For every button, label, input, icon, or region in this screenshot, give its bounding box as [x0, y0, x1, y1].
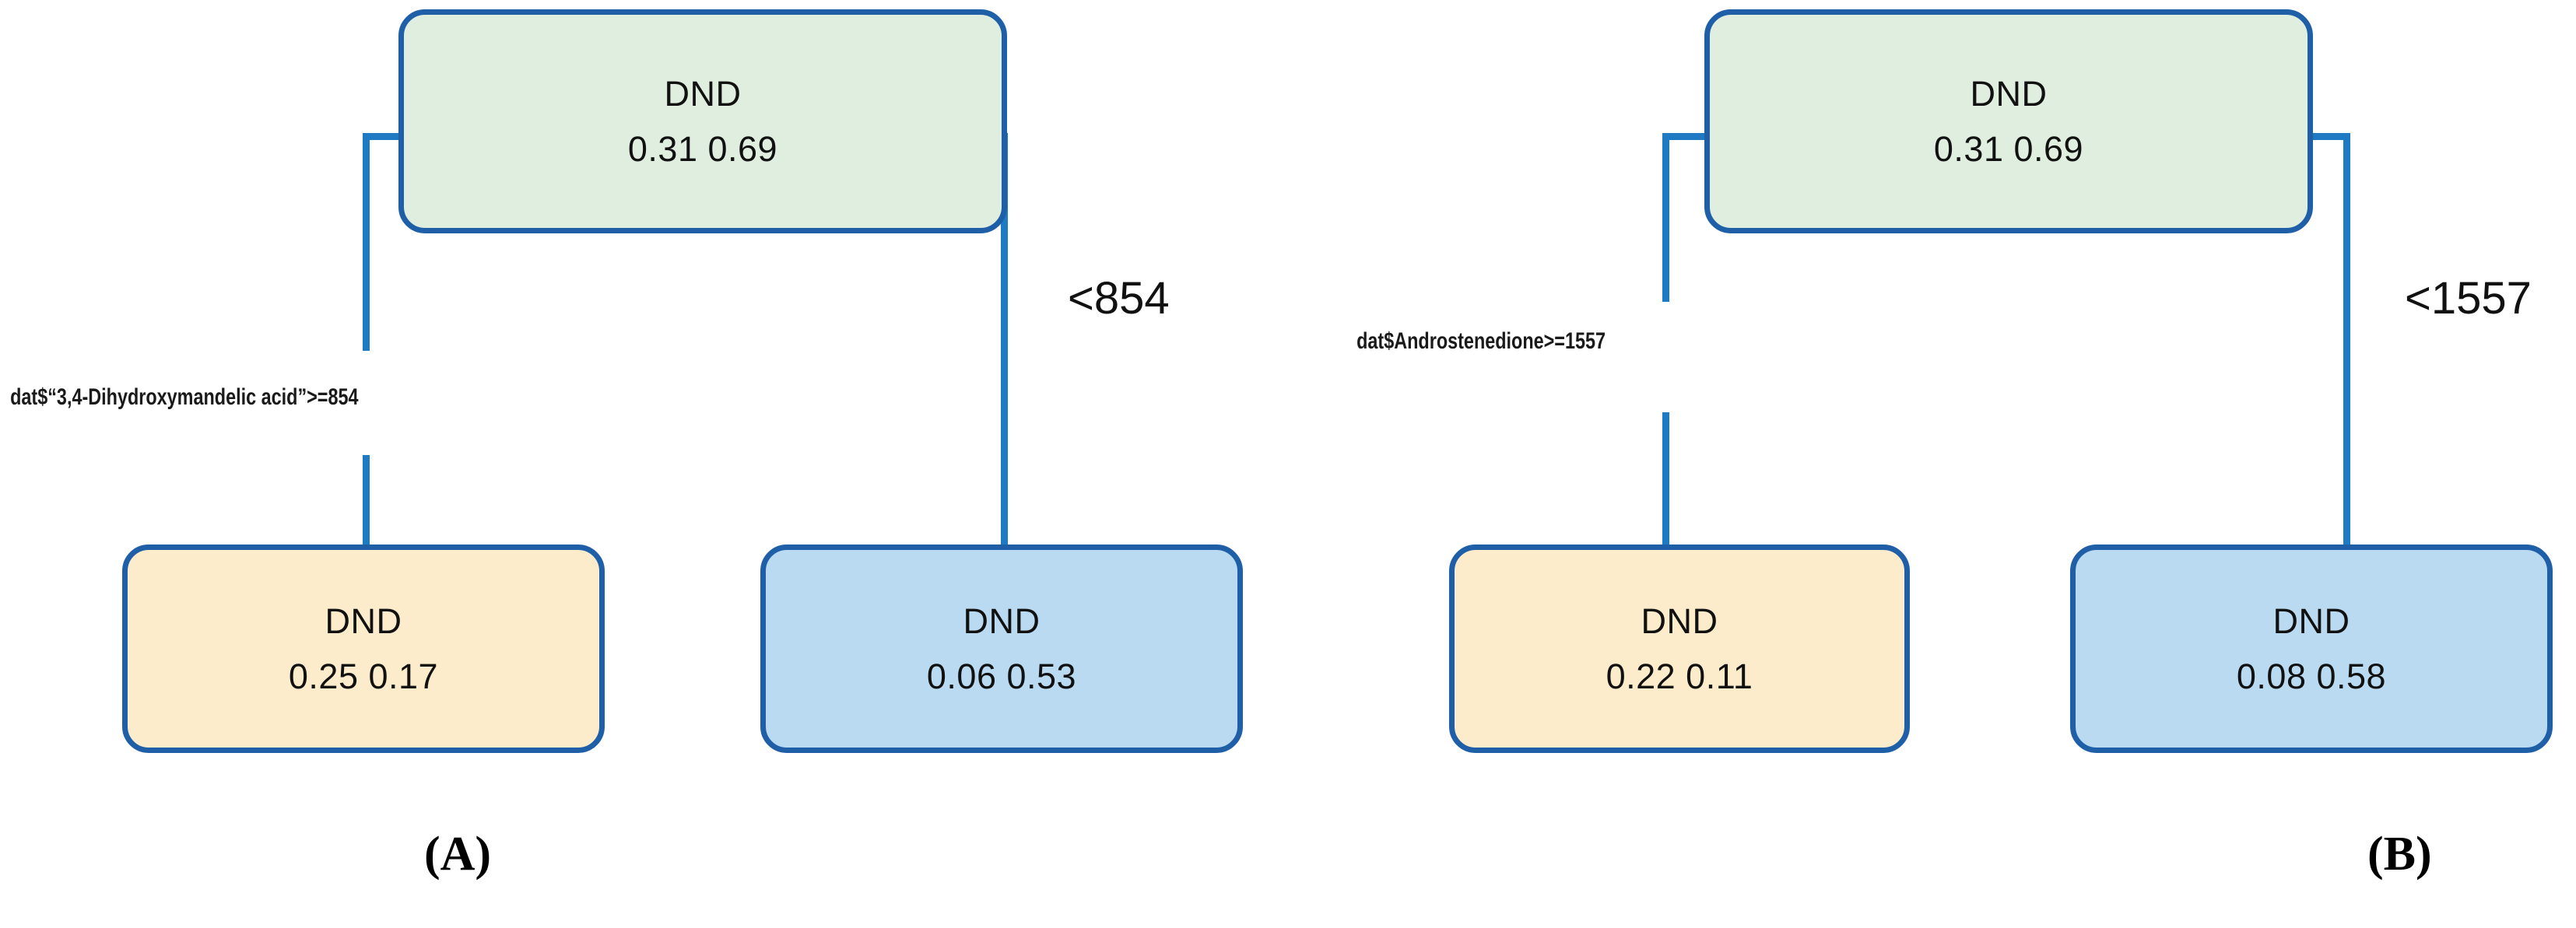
- node-b-left-leaf[interactable]: DND 0.22 0.11: [1449, 545, 1910, 753]
- connector-b-right-vertical: [2343, 133, 2350, 545]
- node-b-root[interactable]: DND 0.31 0.69: [1704, 9, 2313, 233]
- node-a-left-leaf[interactable]: DND 0.25 0.17: [122, 545, 605, 753]
- node-a-right-leaf-values: 0.06 0.53: [926, 657, 1077, 696]
- edge-label-b-left: dat$Androstenedione>=1557: [1354, 327, 1609, 356]
- connector-a-left-vertical-upper: [363, 133, 370, 351]
- node-a-left-leaf-label: DND: [325, 601, 402, 641]
- node-b-left-leaf-label: DND: [1641, 601, 1718, 641]
- node-b-right-leaf-values: 0.08 0.58: [2236, 657, 2387, 696]
- node-b-right-leaf[interactable]: DND 0.08 0.58: [2070, 545, 2553, 753]
- connector-b-left-horizontal: [1662, 133, 1717, 140]
- node-a-root-values: 0.31 0.69: [627, 129, 778, 169]
- edge-label-a-left: dat$“3,4-Dihydroxymandelic acid”>=854: [8, 383, 361, 412]
- node-b-left-leaf-values: 0.22 0.11: [1606, 657, 1753, 696]
- connector-a-left-vertical-lower: [363, 455, 370, 545]
- node-a-right-leaf[interactable]: DND 0.06 0.53: [760, 545, 1243, 753]
- node-a-left-leaf-values: 0.25 0.17: [288, 657, 439, 696]
- connector-b-left-vertical-lower: [1662, 412, 1669, 545]
- panel-a-caption: (A): [424, 828, 492, 881]
- node-a-root[interactable]: DND 0.31 0.69: [398, 9, 1007, 233]
- panel-b-caption: (B): [2367, 828, 2432, 881]
- node-b-root-values: 0.31 0.69: [1933, 129, 2084, 169]
- node-b-root-label: DND: [1970, 74, 2048, 114]
- connector-a-left-horizontal: [363, 133, 411, 140]
- node-a-right-leaf-label: DND: [963, 601, 1041, 641]
- edge-label-a-right: <854: [1068, 273, 1170, 324]
- edge-label-b-right: <1557: [2405, 273, 2532, 324]
- node-b-right-leaf-label: DND: [2272, 601, 2350, 641]
- connector-a-right-vertical: [1001, 133, 1008, 545]
- node-a-root-label: DND: [664, 74, 742, 114]
- connector-b-left-vertical-upper: [1662, 133, 1669, 302]
